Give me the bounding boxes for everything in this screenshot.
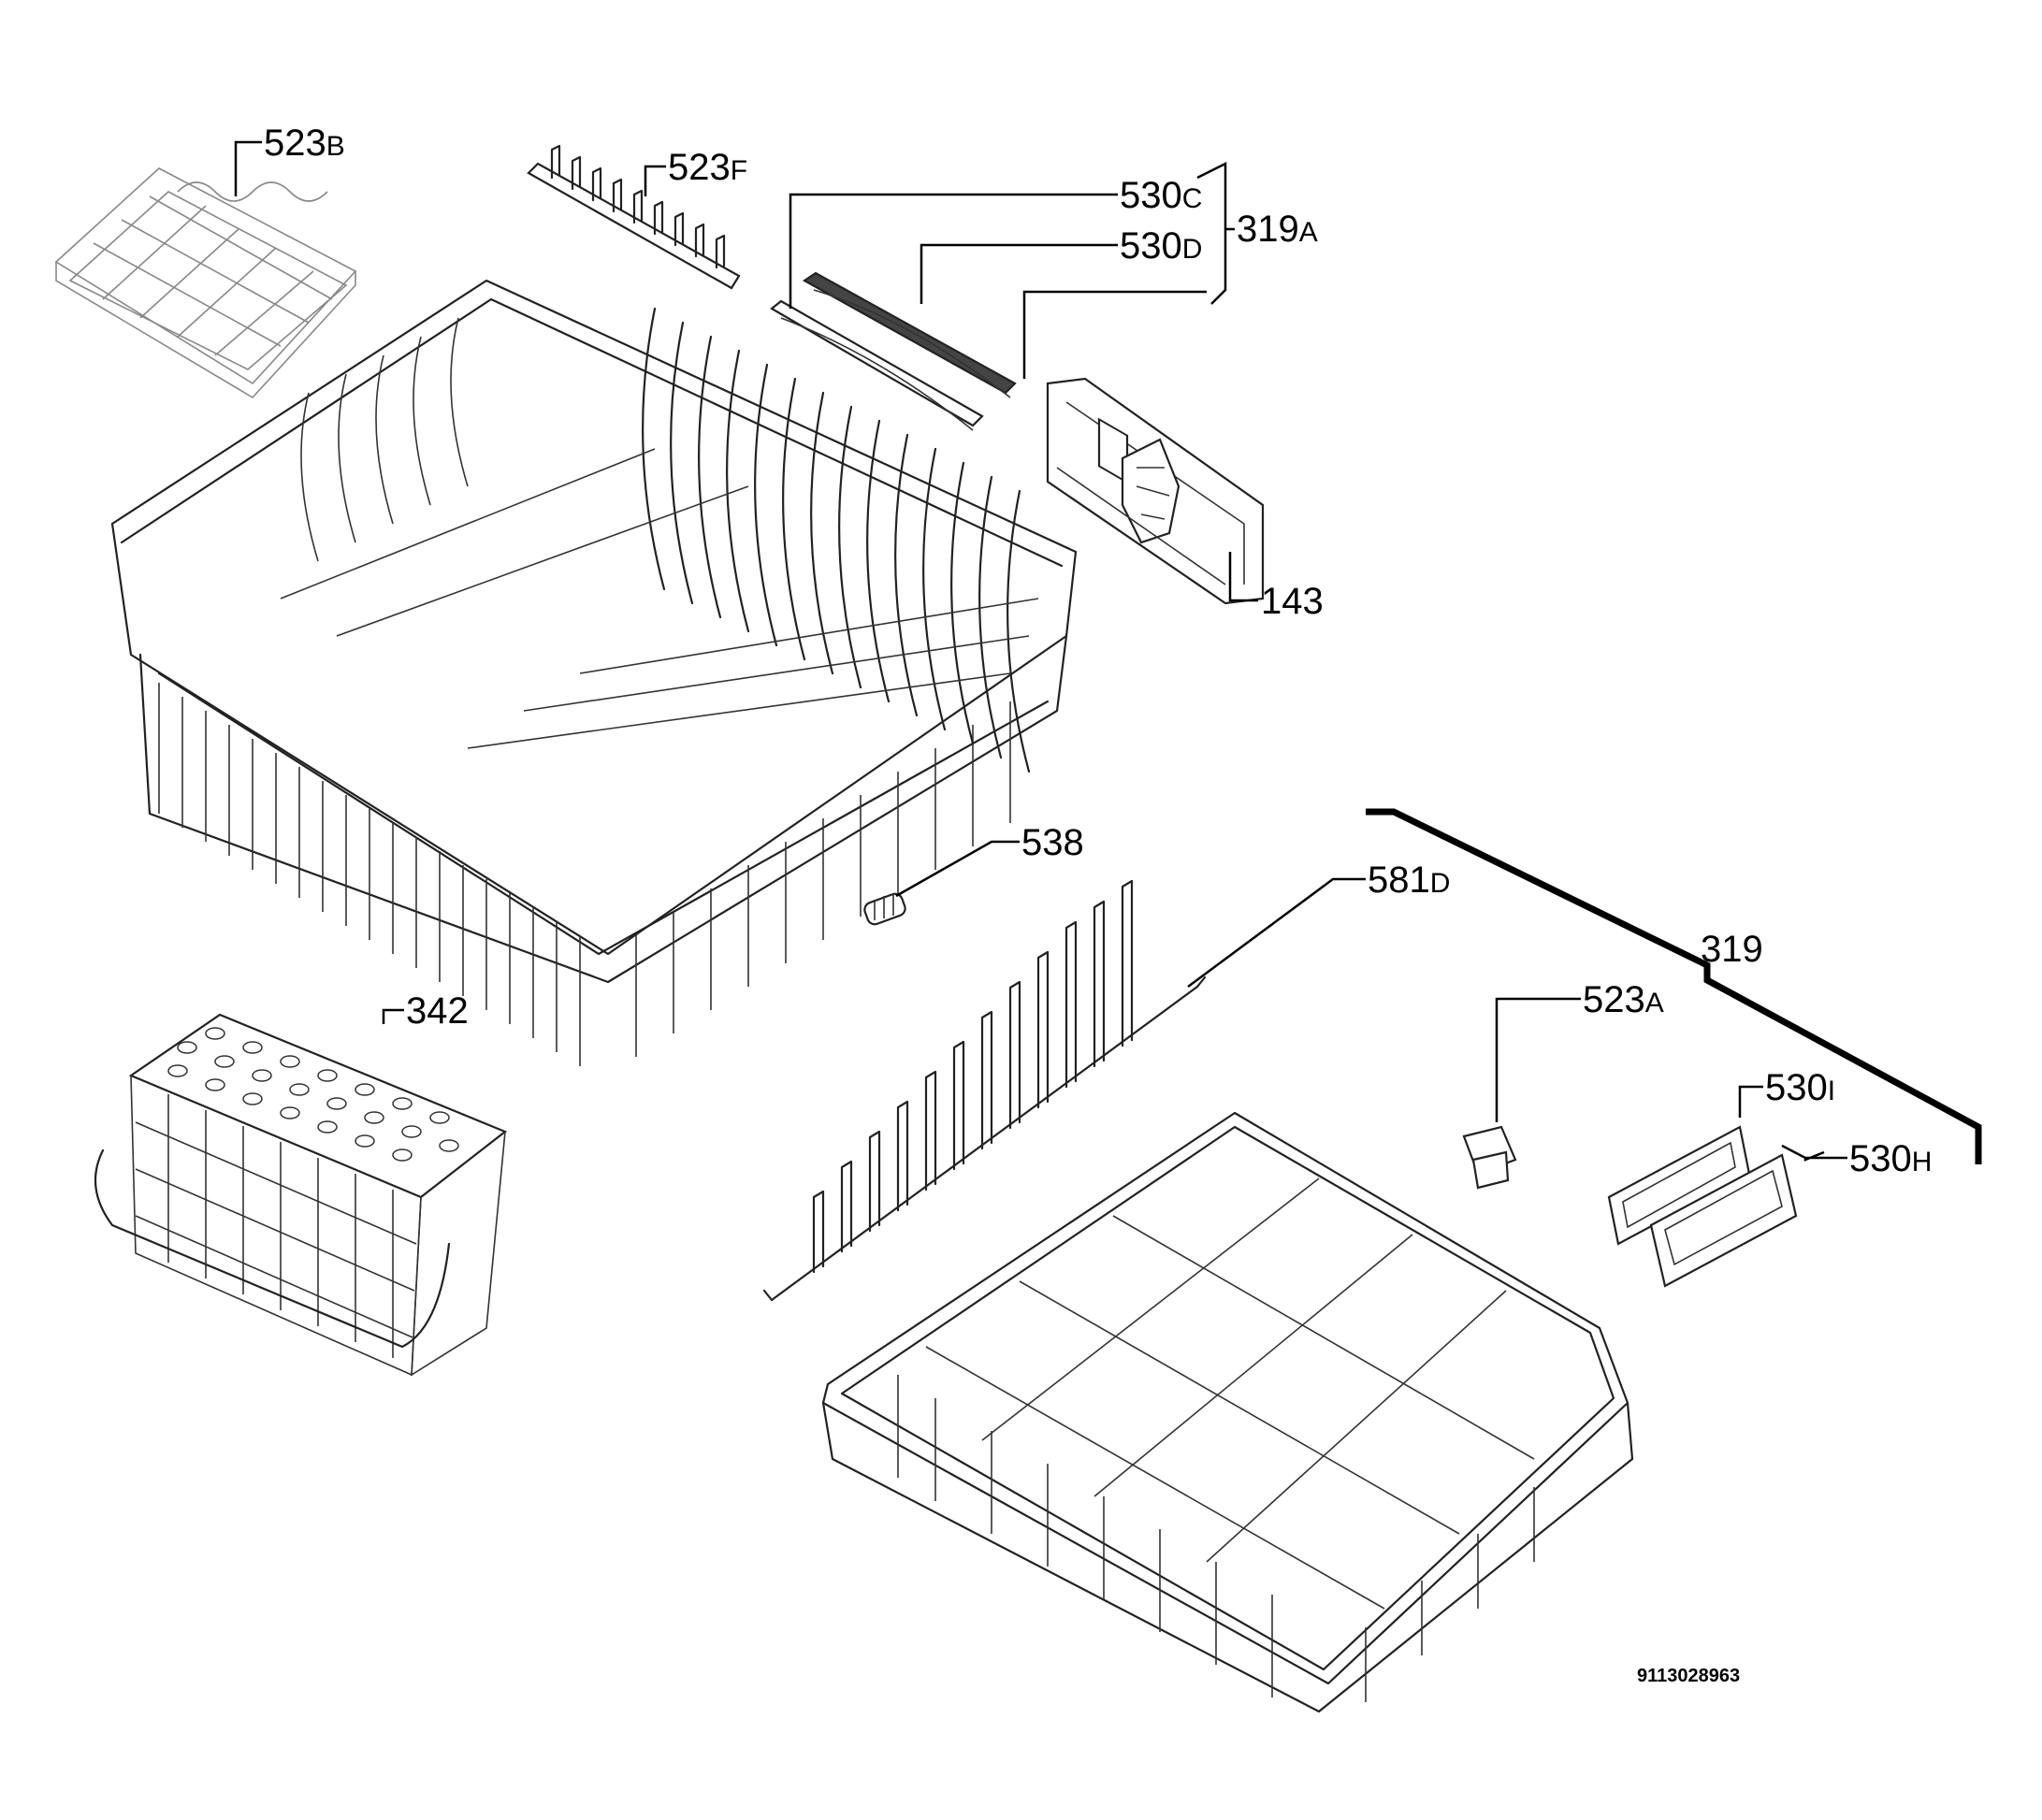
- part-530c-rail: [770, 299, 984, 431]
- callout-530i: 530I: [1765, 1067, 1835, 1108]
- callout-523a: 523A: [1583, 979, 1664, 1020]
- part-342-cutlery-basket: [94, 1013, 508, 1377]
- part-530h-carrier: [1649, 1153, 1798, 1288]
- upper-basket: [110, 279, 1078, 1066]
- callout-319: 319: [1701, 929, 1763, 970]
- lower-basket: [821, 1111, 1634, 1713]
- callout-530d: 530D: [1120, 225, 1202, 267]
- part-523a-knob: [1462, 1125, 1517, 1190]
- callout-530c: 530C: [1120, 175, 1202, 216]
- part-581d-tine-row: [762, 879, 1207, 1302]
- callout-530h: 530H: [1849, 1138, 1932, 1179]
- part-143-height-adjuster: [1046, 377, 1265, 605]
- part-523f-tine-strip: [527, 144, 741, 290]
- part-538-wheel: [863, 892, 906, 926]
- part-523b-cup-rack: [54, 167, 357, 399]
- callout-538: 538: [1021, 822, 1084, 863]
- part-530d-rail: [802, 271, 1017, 398]
- leader-lines: [234, 140, 1982, 1164]
- callout-523f: 523F: [668, 147, 747, 188]
- callout-143: 143: [1261, 581, 1324, 622]
- callout-319a: 319A: [1237, 209, 1318, 250]
- callout-523b: 523B: [264, 123, 345, 164]
- drawing-code: 9113028963: [1637, 1666, 1740, 1686]
- callout-342: 342: [406, 990, 469, 1032]
- callout-581d: 581D: [1368, 859, 1450, 901]
